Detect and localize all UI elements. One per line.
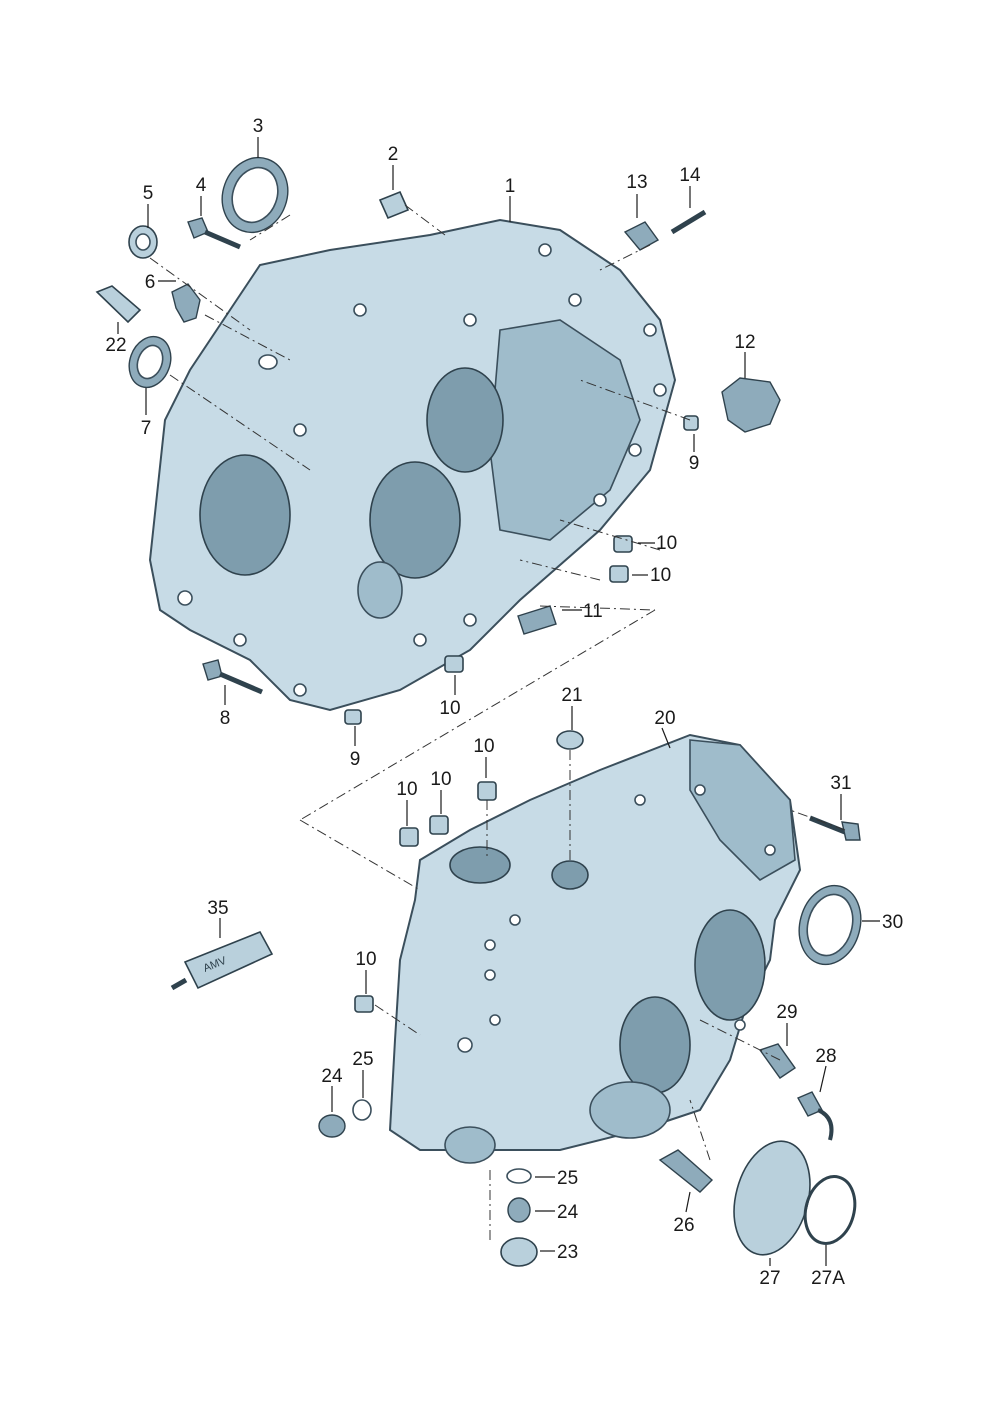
breather-part-6 (171, 283, 201, 323)
callout-28: 28 (815, 1046, 836, 1067)
callout-27: 27 (759, 1268, 780, 1289)
cap-part-23 (500, 1237, 538, 1267)
callout-10-e: 10 (396, 779, 417, 800)
callout-4: 4 (196, 175, 207, 196)
callout-7: 7 (141, 418, 152, 439)
bolt-part-31 (809, 815, 861, 841)
callout-27A: 27A (811, 1268, 845, 1289)
callout-5: 5 (143, 183, 154, 204)
callout-29: 29 (776, 1002, 797, 1023)
callout-2: 2 (388, 144, 399, 165)
callout-24-left: 24 (321, 1066, 343, 1087)
seal-ring-part-30 (798, 884, 862, 966)
sensor-part-13 (623, 221, 660, 251)
washer-part-25-bottom (506, 1168, 532, 1184)
callout-1: 1 (505, 176, 516, 197)
callout-25-left: 25 (352, 1049, 373, 1070)
callout-labels: 1 2 3 4 5 6 7 8 9 9 10 10 10 10 10 10 10… (105, 116, 903, 1289)
callout-10-g: 10 (355, 949, 376, 970)
bushing-part-5 (128, 225, 158, 259)
seal-ring-part-7 (128, 335, 172, 389)
plug-part-24-bottom (507, 1197, 531, 1223)
callout-35: 35 (207, 898, 228, 919)
callout-20: 20 (654, 708, 675, 729)
sensor-part-28 (797, 1091, 834, 1141)
callout-25-bottom: 25 (557, 1168, 578, 1189)
bushing-part-2 (378, 190, 410, 220)
plug-part-24-left (318, 1114, 346, 1138)
switch-part-29 (758, 1043, 796, 1079)
sender-part-26 (658, 1149, 714, 1193)
callout-11: 11 (583, 601, 603, 622)
sealant-tube-part-35: AMV (170, 930, 274, 991)
callout-3: 3 (253, 116, 264, 137)
callout-10-d: 10 (473, 736, 494, 757)
plug-part-22 (95, 285, 142, 324)
callout-10-a: 10 (656, 533, 677, 554)
bolt-part-4 (187, 217, 241, 250)
shield-part-12 (721, 377, 781, 433)
callout-22: 22 (105, 335, 126, 356)
gearbox-housing-lower (388, 733, 802, 1164)
callout-10-b: 10 (650, 565, 671, 586)
seal-part-21 (556, 730, 584, 750)
callout-26: 26 (673, 1215, 694, 1236)
cover-part-27 (733, 1140, 811, 1256)
callout-21: 21 (561, 685, 582, 706)
callout-12: 12 (734, 332, 755, 353)
callout-14: 14 (679, 165, 701, 186)
circlip-part-27A (803, 1175, 857, 1245)
leader-lines (117, 137, 880, 1266)
callout-8: 8 (220, 708, 231, 729)
bolt-part-14 (670, 209, 707, 235)
bolt-part-8 (202, 659, 263, 695)
callout-9-lower: 9 (350, 749, 361, 770)
dowel-sleeves (344, 415, 699, 1013)
callout-10-c: 10 (439, 698, 460, 719)
seal-ring-part-3 (221, 156, 289, 234)
callout-9-upper: 9 (689, 453, 700, 474)
callout-13: 13 (626, 172, 647, 193)
clutch-housing-upper (148, 218, 677, 712)
callout-23: 23 (557, 1242, 578, 1263)
callout-30: 30 (882, 912, 903, 933)
callout-31: 31 (830, 773, 851, 794)
assembly-lines (149, 204, 846, 1240)
callout-24-bottom: 24 (557, 1202, 579, 1223)
callout-10-f: 10 (430, 769, 451, 790)
magnet-part-11 (517, 605, 557, 635)
callout-6: 6 (145, 272, 156, 293)
washer-part-25-left (352, 1099, 372, 1121)
